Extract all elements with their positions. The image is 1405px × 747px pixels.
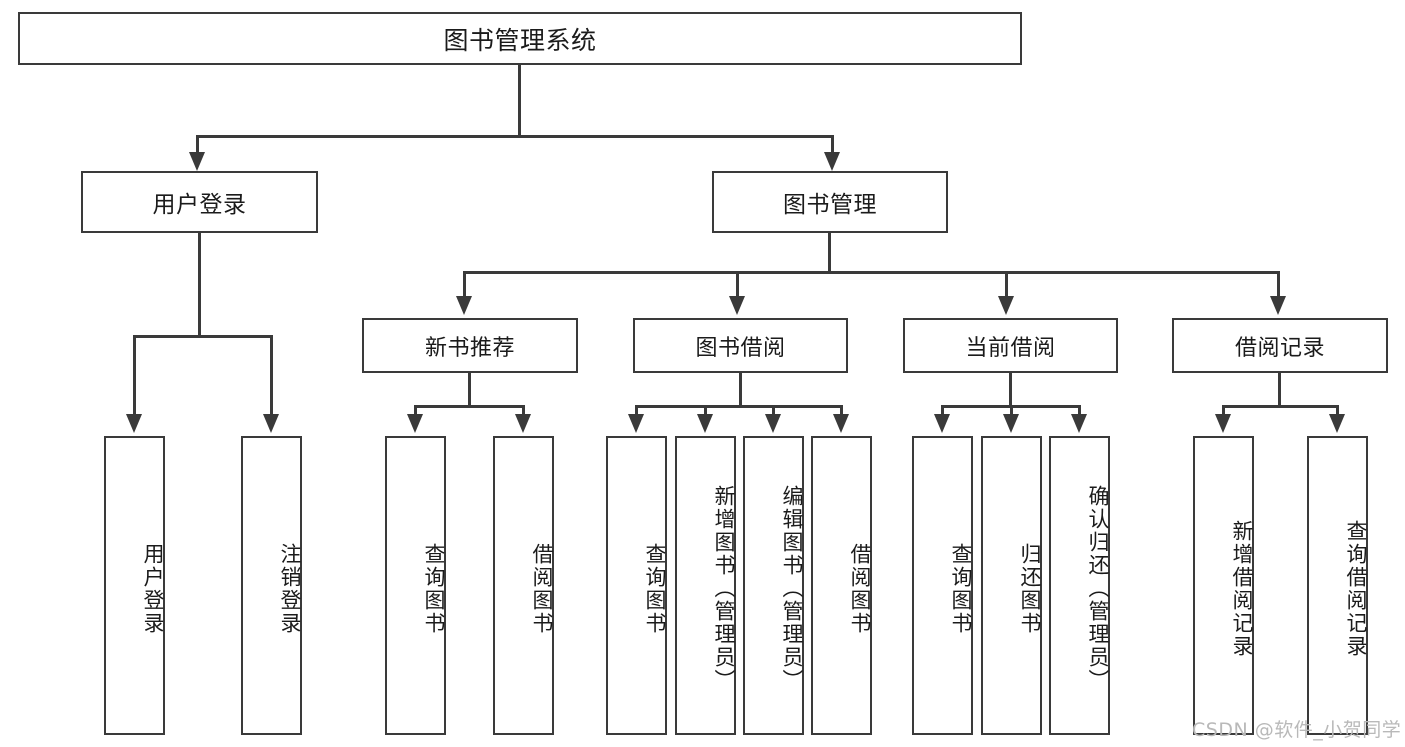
node-label: 编辑图书（管理员）: [780, 485, 804, 692]
arrowhead-new-book-leaf-2: [515, 414, 531, 433]
connector-borrow-record-drop-1: [1222, 405, 1225, 417]
connector-book-borrow-drop-2: [704, 405, 707, 417]
arrowhead-current-borrow-leaf-1: [934, 414, 950, 433]
connector-book-management-bus: [463, 271, 1280, 274]
connector-book-management-stem: [828, 233, 831, 274]
arrowhead-borrow-record-leaf-2: [1329, 414, 1345, 433]
arrowhead-user-login-leaf-1: [126, 414, 142, 433]
leaf-user-login-logout[interactable]: 注销登录: [241, 436, 302, 735]
connector-current-borrow-drop-1: [941, 405, 944, 417]
connector-user-login-stem: [198, 233, 201, 338]
arrowhead-to-book-borrow: [729, 296, 745, 315]
connector-root-drop-1: [196, 135, 199, 157]
node-label: 查询图书: [949, 542, 973, 635]
connector-user-login-drop-2: [270, 335, 273, 417]
node-label: 归还图书: [1018, 542, 1042, 635]
node-label: 图书管理: [783, 192, 877, 218]
node-label: 新书推荐: [424, 335, 515, 361]
leaf-book-borrow-query[interactable]: 查询图书: [606, 436, 667, 735]
connector-borrow-record-bus: [1222, 405, 1339, 408]
node-user-login[interactable]: 用户登录: [81, 171, 318, 233]
arrowhead-new-book-leaf-1: [407, 414, 423, 433]
arrowhead-root-to-user-login: [189, 152, 205, 171]
node-book-borrow[interactable]: 图书借阅: [633, 318, 848, 373]
leaf-new-book-query[interactable]: 查询图书: [385, 436, 446, 735]
node-label: 当前借阅: [965, 335, 1056, 361]
node-label: 借阅图书: [530, 542, 554, 635]
connector-root-stem: [518, 65, 521, 137]
connector-current-borrow-stem: [1009, 373, 1012, 408]
connector-lvl3-drop-3: [1005, 271, 1008, 299]
node-label: 图书管理系统: [443, 25, 597, 55]
leaf-current-borrow-return[interactable]: 归还图书: [981, 436, 1042, 735]
arrowhead-book-borrow-leaf-4: [833, 414, 849, 433]
node-borrow-record[interactable]: 借阅记录: [1172, 318, 1388, 373]
connector-current-borrow-drop-2: [1010, 405, 1013, 417]
node-label: 新增借阅记录: [1230, 519, 1254, 658]
node-label: 查询图书: [643, 542, 667, 635]
node-label: 图书借阅: [695, 335, 786, 361]
arrowhead-to-current-borrow: [998, 296, 1014, 315]
connector-borrow-record-stem: [1278, 373, 1281, 408]
leaf-current-borrow-query[interactable]: 查询图书: [912, 436, 973, 735]
arrowhead-book-borrow-leaf-3: [765, 414, 781, 433]
arrowhead-current-borrow-leaf-3: [1071, 414, 1087, 433]
arrowhead-root-to-book-management: [824, 152, 840, 171]
connector-new-book-stem: [468, 373, 471, 408]
leaf-new-book-borrow[interactable]: 借阅图书: [493, 436, 554, 735]
node-label: 新增图书（管理员）: [712, 485, 736, 692]
node-root-book-management-system[interactable]: 图书管理系统: [18, 12, 1022, 65]
arrowhead-book-borrow-leaf-1: [628, 414, 644, 433]
arrowhead-current-borrow-leaf-2: [1003, 414, 1019, 433]
connector-borrow-record-drop-2: [1336, 405, 1339, 417]
arrowhead-book-borrow-leaf-2: [697, 414, 713, 433]
connector-user-login-drop-1: [133, 335, 136, 417]
node-label: 用户登录: [152, 192, 247, 218]
arrowhead-user-login-leaf-2: [263, 414, 279, 433]
leaf-borrow-record-query[interactable]: 查询借阅记录: [1307, 436, 1368, 735]
leaf-borrow-record-add[interactable]: 新增借阅记录: [1193, 436, 1254, 735]
connector-book-borrow-drop-1: [635, 405, 638, 417]
connector-book-borrow-drop-3: [772, 405, 775, 417]
node-label: 借阅图书: [848, 542, 872, 635]
leaf-book-borrow-edit[interactable]: 编辑图书（管理员）: [743, 436, 804, 735]
arrowhead-to-borrow-record: [1270, 296, 1286, 315]
leaf-user-login-login[interactable]: 用户登录: [104, 436, 165, 735]
node-current-borrow[interactable]: 当前借阅: [903, 318, 1118, 373]
connector-lvl3-drop-2: [736, 271, 739, 299]
connector-lvl3-drop-1: [463, 271, 466, 299]
leaf-book-borrow-borrow[interactable]: 借阅图书: [811, 436, 872, 735]
connector-current-borrow-drop-3: [1078, 405, 1081, 417]
node-label: 查询借阅记录: [1344, 519, 1368, 658]
node-book-management[interactable]: 图书管理: [712, 171, 948, 233]
watermark-text: CSDN @软件_小贺同学: [1192, 719, 1402, 741]
arrowhead-to-new-book-recommend: [456, 296, 472, 315]
node-label: 借阅记录: [1234, 335, 1325, 361]
connector-root-drop-2: [831, 135, 834, 157]
connector-book-borrow-drop-4: [840, 405, 843, 417]
node-label: 查询图书: [422, 542, 446, 635]
connector-new-book-drop-1: [414, 405, 417, 417]
node-label: 注销登录: [278, 542, 302, 635]
connector-new-book-bus: [414, 405, 525, 408]
node-label: 确认归还（管理员）: [1086, 485, 1110, 692]
connector-new-book-drop-2: [522, 405, 525, 417]
node-label: 用户登录: [141, 542, 165, 635]
leaf-current-borrow-confirm-return[interactable]: 确认归还（管理员）: [1049, 436, 1110, 735]
connector-book-borrow-stem: [739, 373, 742, 408]
connector-root-bus: [196, 135, 834, 138]
connector-lvl3-drop-4: [1277, 271, 1280, 299]
connector-book-borrow-bus: [635, 405, 843, 408]
connector-user-login-bus: [133, 335, 272, 338]
leaf-book-borrow-add[interactable]: 新增图书（管理员）: [675, 436, 736, 735]
arrowhead-borrow-record-leaf-1: [1215, 414, 1231, 433]
node-new-book-recommend[interactable]: 新书推荐: [362, 318, 578, 373]
